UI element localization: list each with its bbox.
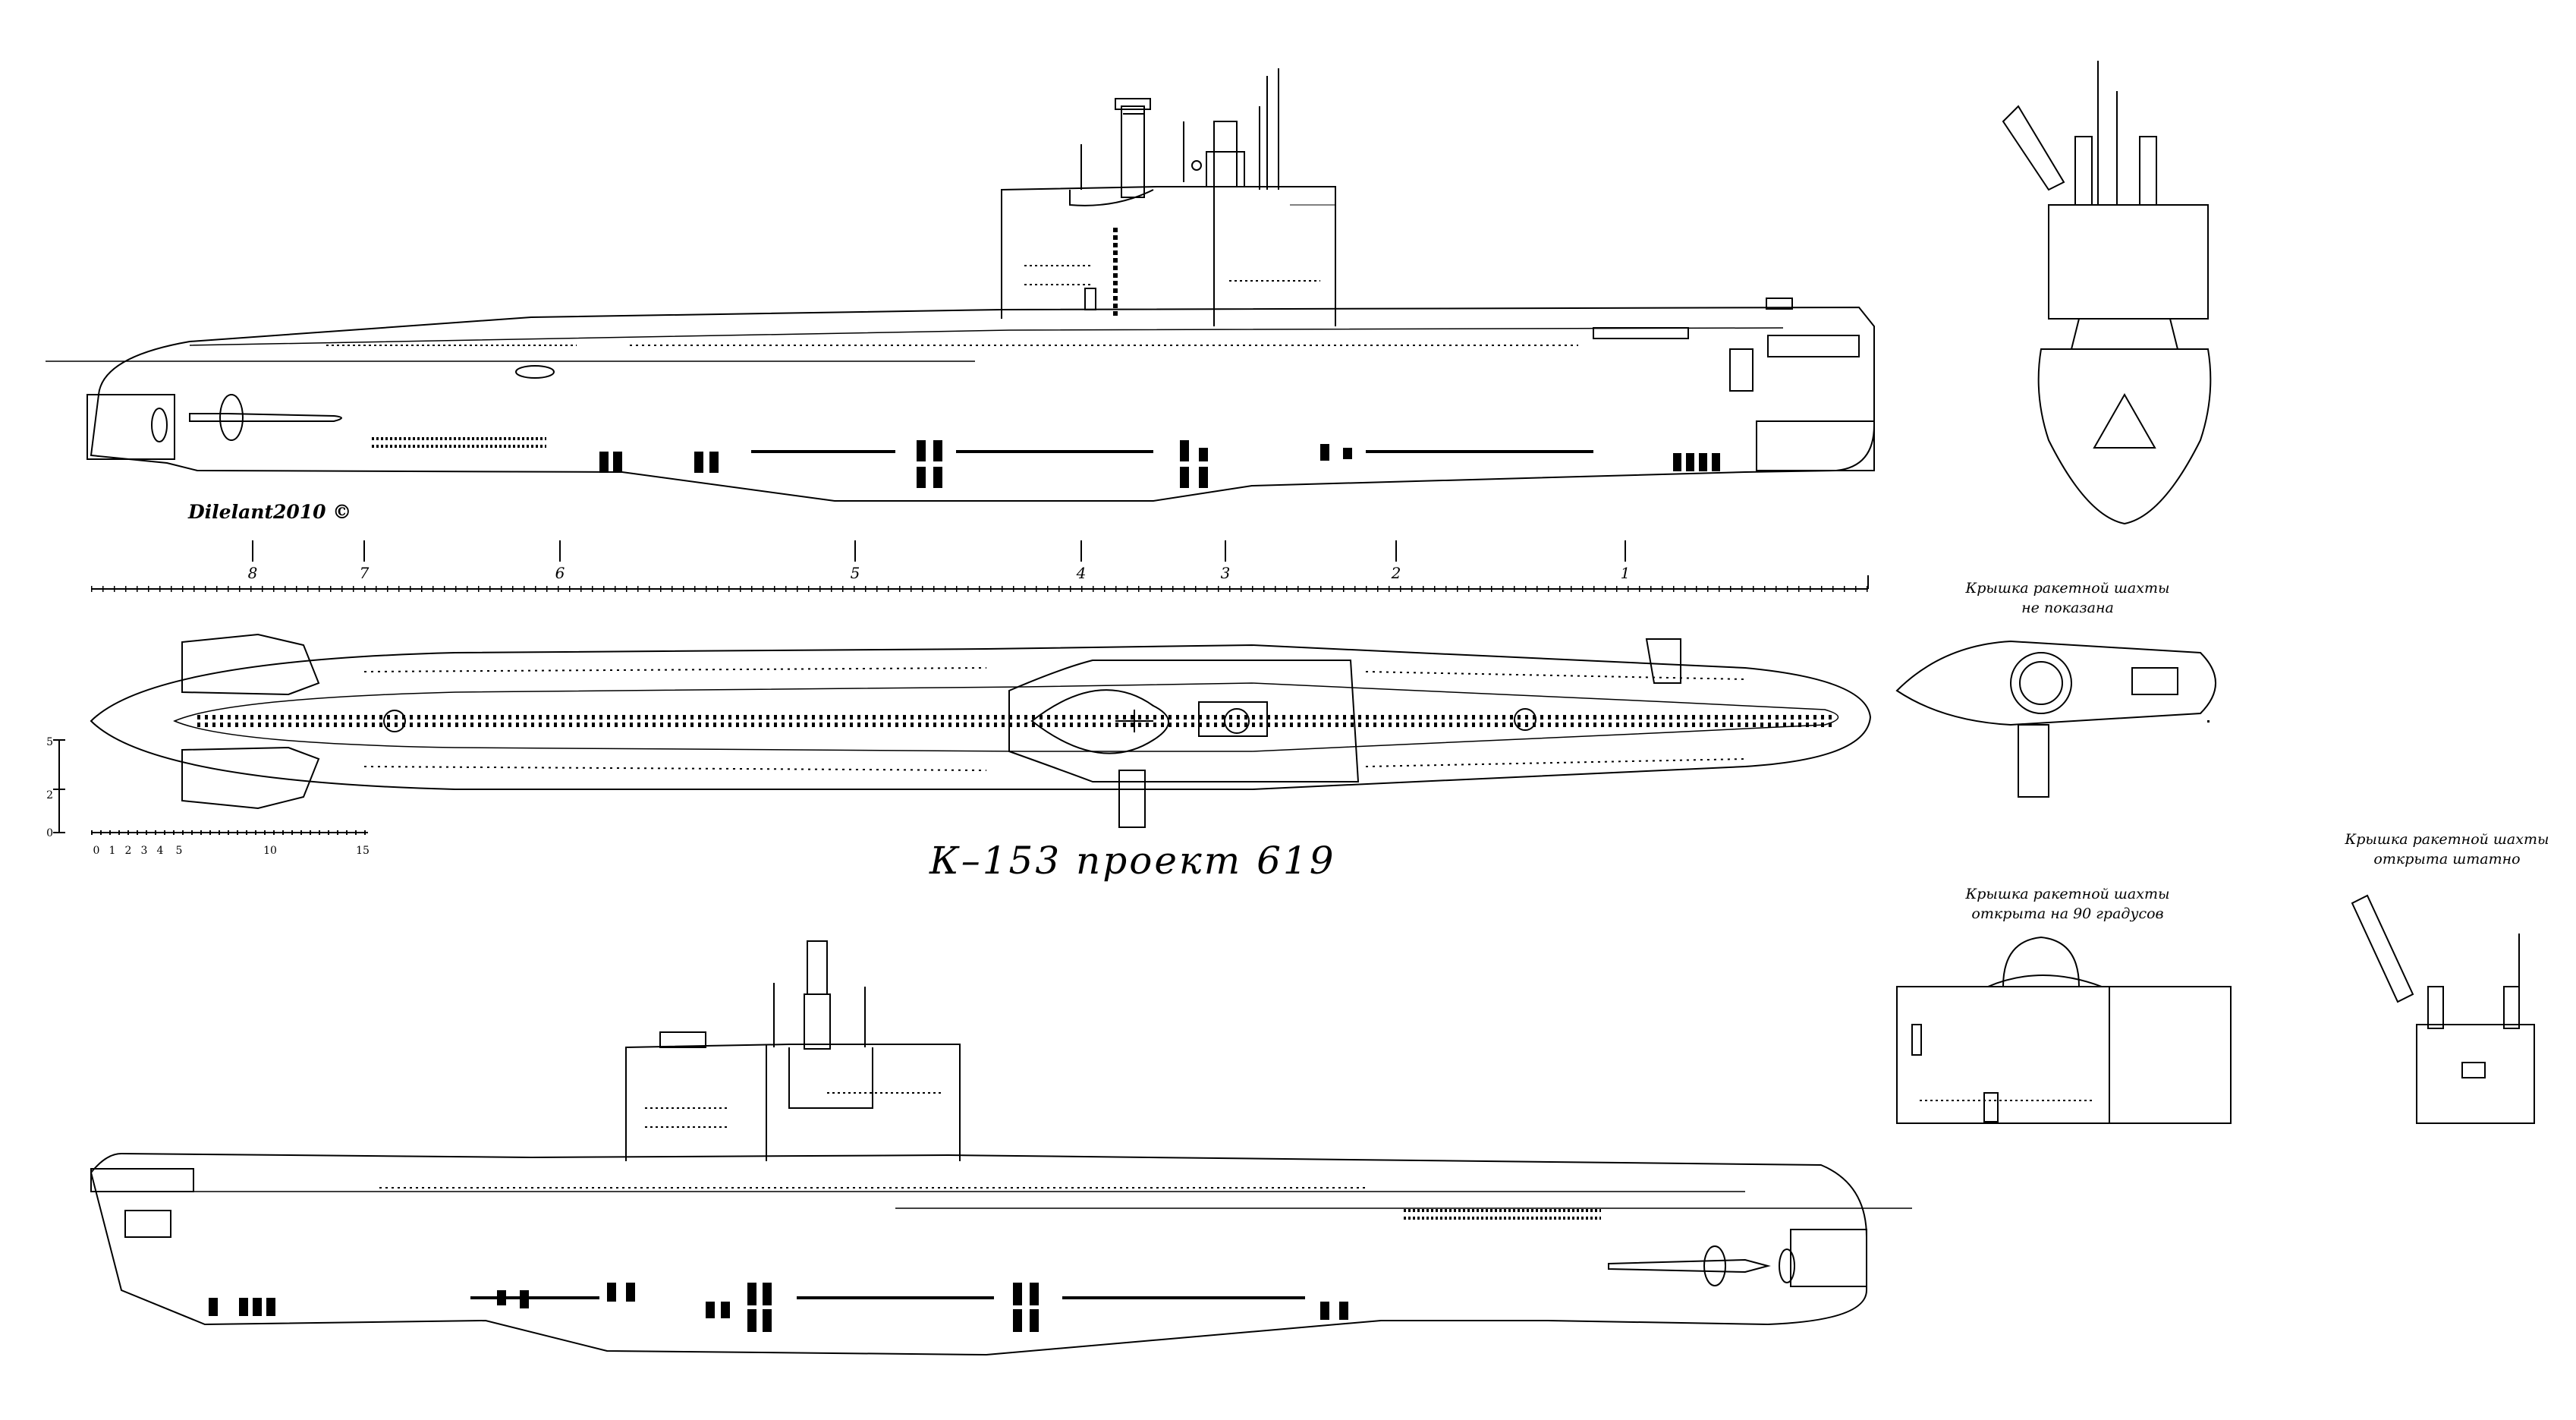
frame-station-label: 6 [555, 564, 565, 582]
scale-bar-label: 5 [176, 845, 183, 857]
drawing-title: К–153 проект 619 [929, 839, 1336, 883]
long-ruler [91, 575, 1869, 592]
scale-bar-label: 4 [157, 845, 164, 857]
side-view-starboard [46, 68, 1875, 502]
scale-bar-label: 3 [141, 845, 148, 857]
vertical-scale-label: 2 [46, 789, 53, 801]
caption-cover-open-full: Крышка ракетной шахты открыта штатно [2326, 830, 2568, 869]
frame-station-label: 7 [360, 564, 370, 582]
scale-bar-label: 0 [93, 845, 100, 857]
caption-line: Крышка ракетной шахты [2345, 831, 2549, 848]
vertical-scale-label: 0 [46, 827, 53, 839]
frame-station-label: 8 [248, 564, 258, 582]
frame-station-label: 1 [1621, 564, 1631, 582]
caption-line: открыта штатно [2373, 851, 2521, 867]
sail-front-open-full [2351, 894, 2535, 1124]
frame-station-label: 5 [851, 564, 860, 582]
front-view [2002, 61, 2212, 525]
caption-line: открыта на 90 градусов [1971, 905, 2164, 922]
author-signature: Dilelant2010 © [188, 501, 352, 523]
sail-plan-view [1895, 640, 2216, 798]
vertical-scale-label: 5 [46, 736, 53, 748]
frame-station-label: 2 [1391, 564, 1401, 582]
scale-bar-label: 2 [125, 845, 132, 857]
caption-line: Крышка ракетной шахты [1965, 580, 2170, 597]
scale-bar-label: 15 [356, 845, 370, 857]
frame-stations-ticks [252, 540, 1626, 562]
sail-side-open-90 [1896, 936, 2232, 1124]
frame-station-label: 4 [1076, 564, 1087, 582]
caption-cover-not-shown: Крышка ракетной шахты не показана [1946, 578, 2189, 618]
small-scale-bar [53, 739, 368, 835]
caption-cover-open-90: Крышка ракетной шахты открыта на 90 град… [1931, 884, 2204, 924]
scale-bar-label: 1 [109, 845, 116, 857]
plan-view-top [90, 633, 2210, 828]
caption-line: Крышка ракетной шахты [1965, 886, 2170, 902]
caption-line: не показана [2021, 600, 2114, 616]
scale-bar-label: 10 [263, 845, 277, 857]
side-view-port [90, 940, 1912, 1356]
frame-station-label: 3 [1221, 564, 1231, 582]
